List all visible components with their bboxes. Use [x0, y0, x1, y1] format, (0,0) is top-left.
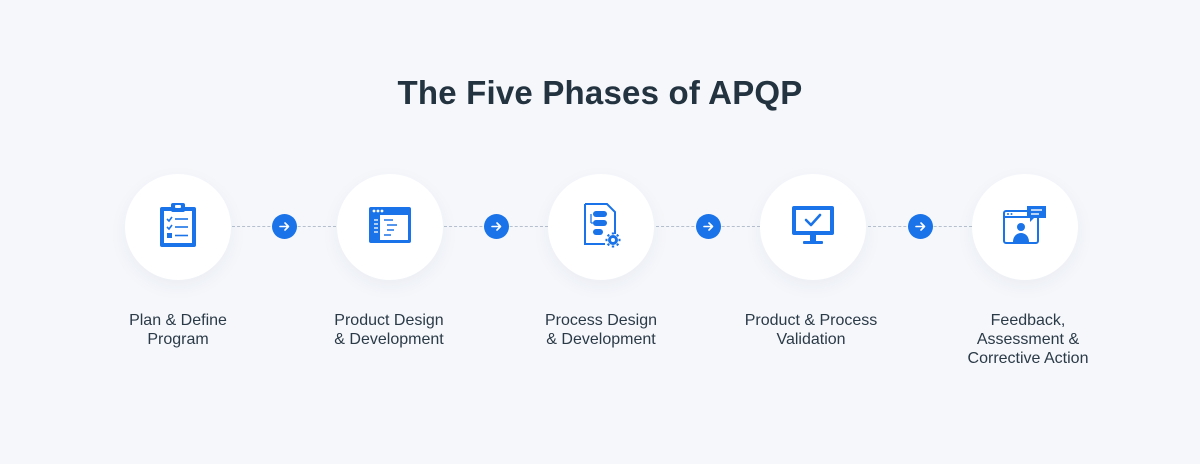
- document-gear-icon: [579, 201, 623, 254]
- phase-5-label: Feedback, Assessment & Corrective Action: [938, 311, 1118, 368]
- arrow-right-icon: [696, 214, 721, 239]
- phase-2-label-line: Product Design: [334, 312, 444, 329]
- code-window-icon: [367, 205, 413, 250]
- phase-5-label-line: Corrective Action: [967, 350, 1089, 367]
- phase-5-label-line: Feedback,: [990, 312, 1066, 329]
- phase-4-circle: [760, 174, 866, 280]
- phase-4-label-line: Product & Process: [744, 312, 878, 329]
- phase-2-label: Product Design & Development: [299, 311, 479, 349]
- phase-5-label-line: Assessment &: [976, 331, 1080, 348]
- clipboard-checklist-icon: [156, 201, 200, 254]
- phase-1-label-line: Program: [147, 331, 209, 348]
- phase-1-label: Plan & Define Program: [88, 311, 268, 349]
- arrow-right-icon: [272, 214, 297, 239]
- phase-4-label: Product & Process Validation: [721, 311, 901, 349]
- phase-1-label-line: Plan & Define: [129, 312, 227, 329]
- phase-5-circle: [972, 174, 1078, 280]
- phase-2-circle: [337, 174, 443, 280]
- phase-3-label: Process Design & Development: [511, 311, 691, 349]
- video-chat-feedback-icon: [1001, 203, 1049, 252]
- page-title: The Five Phases of APQP: [397, 74, 803, 111]
- phase-3-label-line: Process Design: [544, 312, 658, 329]
- phase-1-circle: [125, 174, 231, 280]
- monitor-check-icon: [789, 203, 837, 252]
- phase-4-label-line: Validation: [776, 331, 846, 348]
- phase-2-label-line: & Development: [334, 331, 444, 348]
- arrow-right-icon: [484, 214, 509, 239]
- phase-3-label-line: & Development: [546, 331, 656, 348]
- phase-3-circle: [548, 174, 654, 280]
- arrow-right-icon: [908, 214, 933, 239]
